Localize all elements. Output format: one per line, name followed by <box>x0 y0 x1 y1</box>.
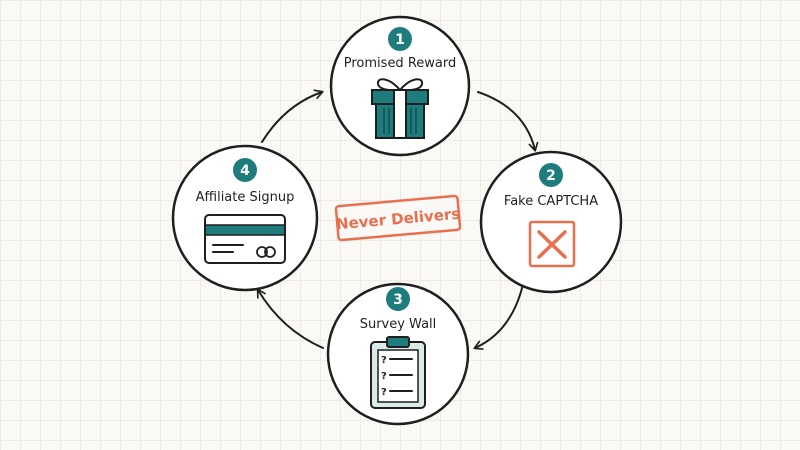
gift-box-icon <box>371 78 429 139</box>
arrow-reward-to-captcha <box>477 91 539 152</box>
credit-card-icon <box>204 214 286 264</box>
step-number: 1 <box>395 32 405 48</box>
step-number: 4 <box>240 163 250 179</box>
clipboard-questions-icon: ? ? ? <box>370 336 426 409</box>
node-affiliate-signup: 4 Affiliate Signup <box>171 144 319 292</box>
step-badge <box>539 163 563 187</box>
step-badge <box>386 287 410 311</box>
arrow-affiliate-to-reward <box>261 89 324 143</box>
step-number: 2 <box>546 168 556 184</box>
node-fake-captcha: 2 Fake CAPTCHA <box>479 150 623 294</box>
step-number: 3 <box>393 292 403 308</box>
node-promised-reward: 1 Promised Reward <box>329 15 471 157</box>
node-label: Promised Reward <box>344 56 456 71</box>
node-survey-wall: 3 Survey Wall ? ? ? <box>326 282 470 426</box>
node-label: Fake CAPTCHA <box>504 194 598 209</box>
stamp-border <box>334 194 462 242</box>
node-label: Affiliate Signup <box>196 190 295 205</box>
never-delivers-stamp: Never Delivers <box>334 194 462 242</box>
arrow-survey-to-affiliate <box>256 288 324 349</box>
step-badge <box>233 158 257 182</box>
node-label: Survey Wall <box>360 317 437 332</box>
arrow-captcha-to-survey <box>473 274 526 350</box>
captcha-x-icon <box>528 220 576 268</box>
svg-text:?: ? <box>381 355 387 366</box>
svg-text:?: ? <box>381 387 387 398</box>
node-circle <box>329 15 471 157</box>
step-badge <box>388 27 412 51</box>
svg-text:?: ? <box>381 371 387 382</box>
